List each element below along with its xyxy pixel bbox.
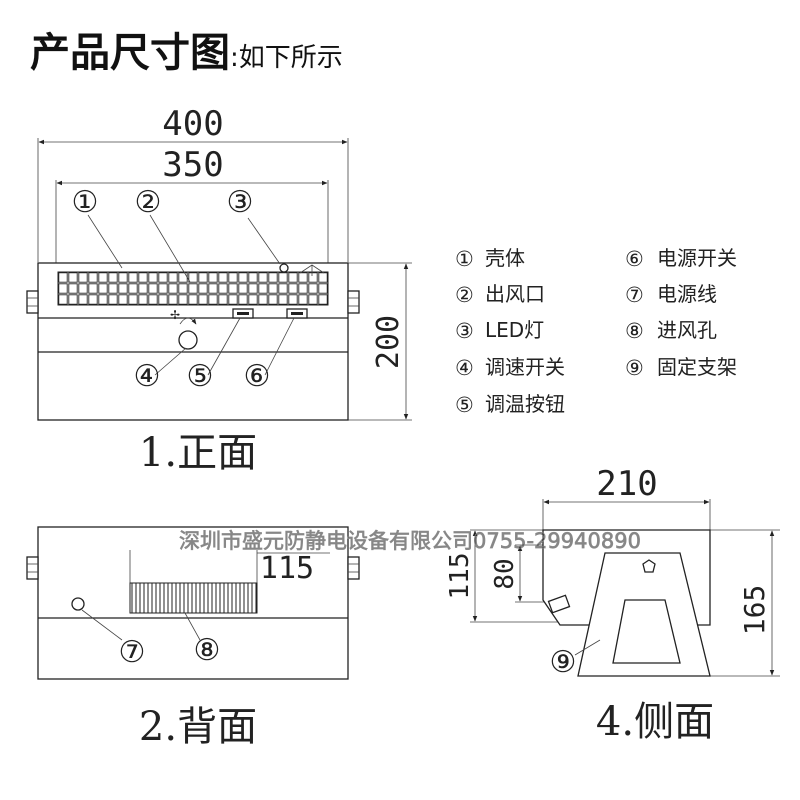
legend-label-3: LED灯 — [485, 318, 544, 342]
side-caption: 4.侧面 — [596, 699, 714, 745]
legend-num-6: ⑥ — [625, 247, 644, 271]
side-view: 210 115 80 165 ⑨ 4.侧面 — [445, 464, 780, 745]
side-dim-165: 165 — [738, 585, 771, 636]
legend-label-6: 电源开关 — [657, 246, 737, 270]
front-callout-5: ⑤ — [187, 359, 214, 394]
front-caption: 1.正面 — [139, 430, 257, 476]
legend-label-8: 进风孔 — [657, 318, 717, 342]
back-inlet-vents — [129, 582, 258, 614]
legend-num-7: ⑦ — [625, 283, 644, 307]
legend-label-5: 调温按钮 — [485, 392, 565, 416]
legend-num-3: ③ — [455, 319, 474, 343]
front-callout-6: ⑥ — [244, 359, 271, 394]
legend-label-4: 调速开关 — [485, 355, 565, 379]
side-stand-cutout — [612, 599, 681, 664]
front-dim-350: 350 — [162, 145, 223, 185]
back-callout-7: ⑦ — [119, 635, 146, 670]
front-callout-4: ④ — [134, 359, 161, 394]
side-dim-80: 80 — [490, 558, 520, 589]
legend-label-9: 固定支架 — [657, 355, 737, 379]
side-stand-knob — [642, 559, 656, 573]
legend-label-2: 出风口 — [485, 282, 545, 306]
back-view: 115 ⑦ ⑧ 2.背面 — [26, 526, 360, 750]
legend-num-8: ⑧ — [625, 319, 644, 343]
front-knob-arrow — [179, 317, 197, 325]
side-dim-210: 210 — [596, 464, 657, 504]
back-power-cord — [71, 597, 85, 611]
back-knob-right — [347, 556, 360, 580]
front-led — [279, 263, 289, 273]
front-dim-200: 200 — [371, 315, 406, 369]
front-speed-knob — [178, 330, 198, 350]
side-dim-115: 115 — [445, 553, 475, 600]
legend-label-7: 电源线 — [657, 282, 717, 306]
front-knob-left — [26, 290, 39, 314]
page-title: 产品尺寸图 — [30, 30, 230, 76]
page-subtitle: :如下所示 — [230, 43, 343, 73]
front-callout-3: ③ — [227, 185, 254, 220]
side-callout-9: ⑨ — [550, 645, 577, 680]
back-knob-left — [26, 556, 39, 580]
legend-label-1: 壳体 — [485, 246, 525, 270]
front-led-mark — [299, 264, 325, 276]
front-knob-right — [347, 290, 360, 314]
back-caption: 2.背面 — [139, 704, 257, 750]
legend-num-2: ② — [455, 283, 474, 307]
front-callout-2: ② — [135, 185, 162, 220]
legend-num-5: ⑤ — [455, 393, 474, 417]
legend-num-1: ① — [455, 247, 474, 271]
legend-num-9: ⑨ — [625, 356, 644, 380]
company-watermark: 深圳市盛元防静电设备有限公司0755-29940890 — [179, 529, 641, 553]
side-knob — [547, 594, 571, 614]
page-heading: 产品尺寸图:如下所示 — [30, 20, 343, 78]
back-callout-8: ⑧ — [194, 633, 221, 668]
front-dim-400: 400 — [162, 104, 223, 144]
legend-num-4: ④ — [455, 356, 474, 380]
front-outlet-grille — [57, 271, 329, 306]
front-view: 400 350 200 ✢ — [26, 104, 412, 476]
back-dim-115: 115 — [260, 551, 314, 586]
front-callout-1: ① — [72, 185, 99, 220]
front-knob-mark: ✢ — [170, 308, 180, 322]
parts-legend: ① 壳体 ② 出风口 ③ LED灯 ④ 调速开关 ⑤ 调温按钮 ⑥ 电源开关 ⑦… — [455, 246, 737, 417]
